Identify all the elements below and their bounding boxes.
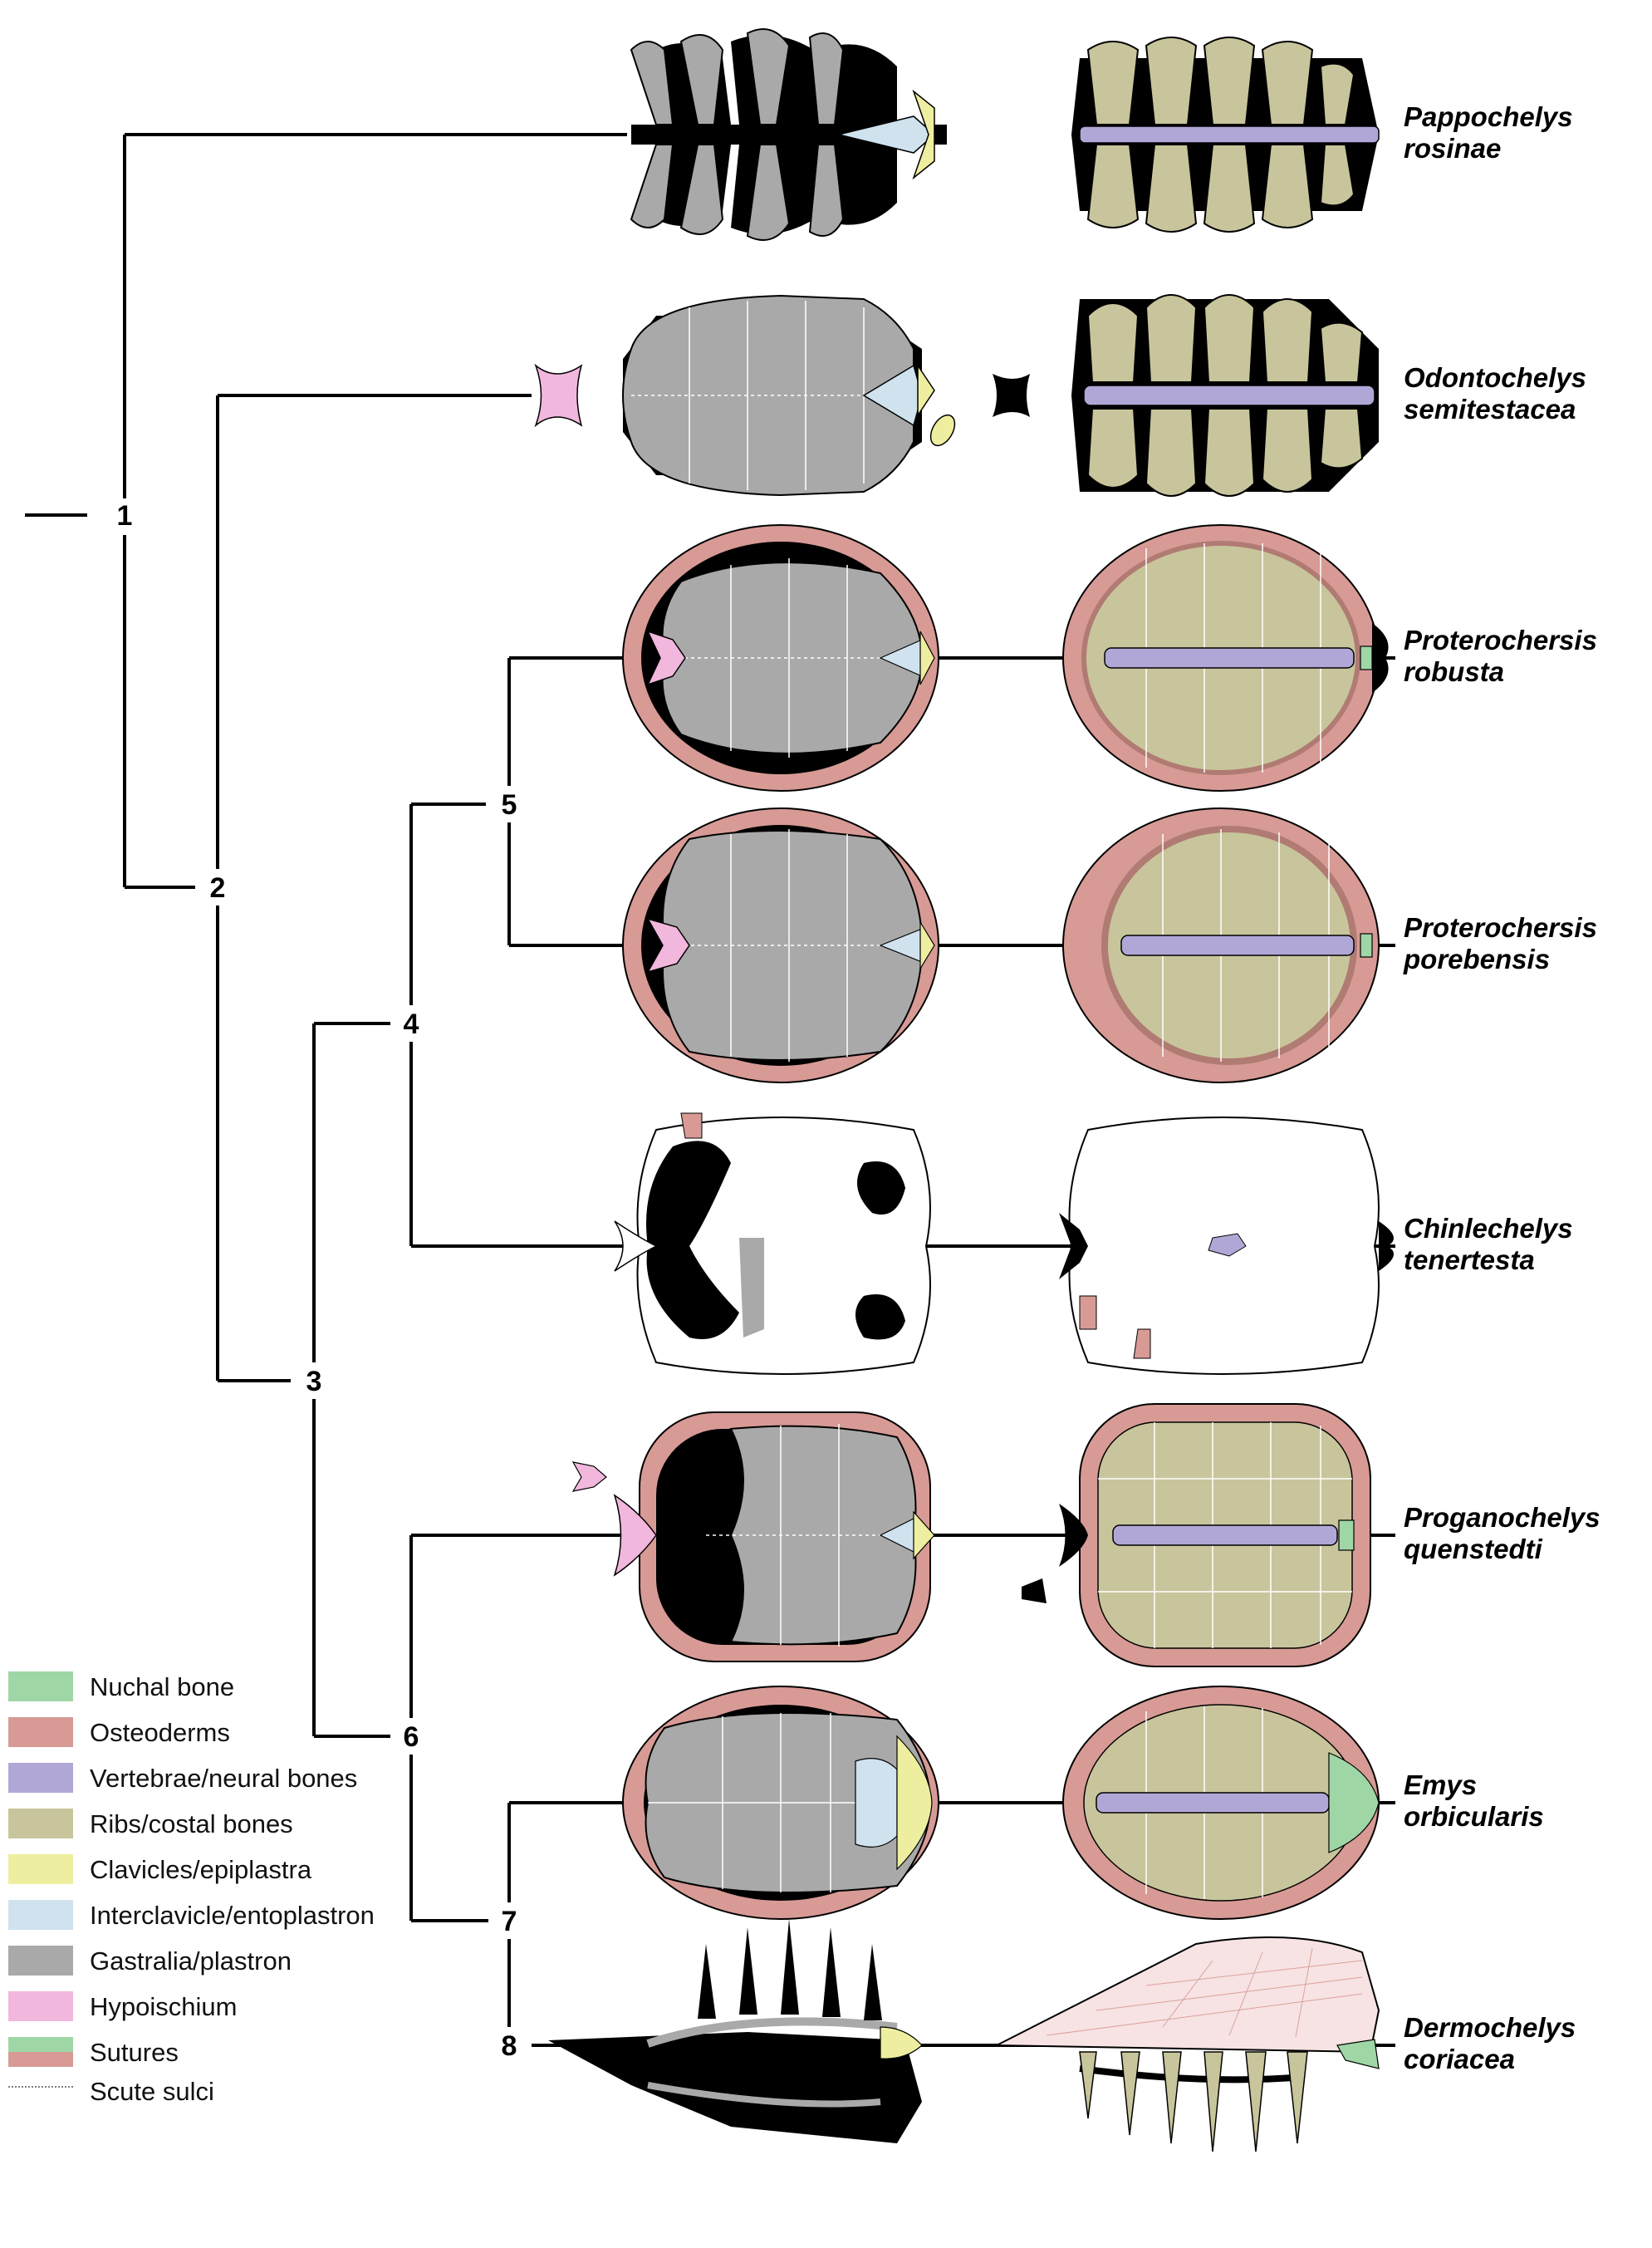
legend-label-sulci: Scute sulci (90, 2077, 214, 2106)
legend-label-gastralia: Gastralia/plastron (90, 1946, 292, 1976)
legend-label-osteoderms: Osteoderms (90, 1718, 230, 1747)
legend-label-hypoischium: Hypoischium (90, 1992, 237, 2021)
taxon-species-tenertesta: tenertesta (1404, 1244, 1535, 1275)
legend-swatch-sutures-bottom (8, 2052, 73, 2067)
legend-item-sutures: Sutures (8, 2037, 179, 2067)
legend-item-ribs: Ribs/costal bones (8, 1809, 293, 1838)
legend-item-hypoischium: Hypoischium (8, 1991, 237, 2021)
porebensis-ventral (622, 807, 939, 1083)
proganochelys-dorsal (1022, 1403, 1371, 1667)
taxon-species-porebensis: porebensis (1403, 944, 1550, 974)
robusta-dorsal (1062, 524, 1389, 792)
legend-swatch-sutures-top (8, 2037, 73, 2052)
odontochelys-ventral (534, 294, 956, 497)
emys-dorsal (1062, 1686, 1380, 1920)
taxon-species-semitestacea: semitestacea (1404, 394, 1576, 425)
node-label-2: 2 (210, 872, 226, 904)
taxon-species-robusta: robusta (1404, 656, 1504, 687)
dermochelys-ventral (548, 1919, 923, 2143)
taxon-genus-odontochelys: Odontochelys (1404, 362, 1586, 393)
legend-item-gastralia: Gastralia/plastron (8, 1946, 292, 1976)
taxon-genus-emys: Emys (1404, 1769, 1477, 1800)
legend-swatch-hypoischium (8, 1991, 73, 2021)
legend-item-clavicles: Clavicles/epiplastra (8, 1854, 312, 1884)
taxon-genus-dermochelys: Dermochelys (1404, 2012, 1576, 2043)
node-label-7: 7 (502, 1906, 517, 1937)
legend-swatch-ribs (8, 1809, 73, 1838)
node-label-1: 1 (117, 500, 133, 532)
node-label-6: 6 (404, 1721, 419, 1753)
legend-swatch-gastralia (8, 1946, 73, 1976)
node-labels: 1 2 3 4 5 6 7 8 (117, 500, 517, 2062)
taxon-genus-chinlechelys: Chinlechelys (1404, 1213, 1573, 1244)
legend-swatch-interclavicle (8, 1900, 73, 1930)
legend-item-scute-sulci: Scute sulci (8, 2077, 214, 2106)
legend-item-nuchal-bone: Nuchal bone (8, 1671, 234, 1701)
legend: Nuchal bone Osteoderms Vertebrae/neural … (8, 1671, 375, 2106)
taxon-species-rosinae: rosinae (1404, 133, 1501, 164)
chinlechelys-ventral (614, 1112, 931, 1375)
legend-swatch-clavicles (8, 1854, 73, 1884)
taxon-species-orbicularis: orbicularis (1404, 1801, 1544, 1832)
pappochelys-ventral (630, 28, 947, 241)
legend-label-clavicles: Clavicles/epiplastra (90, 1855, 312, 1884)
taxon-genus-proterochersis-2: Proterochersis (1404, 912, 1597, 943)
legend-label-nuchal: Nuchal bone (90, 1672, 234, 1701)
taxon-genus-proganochelys: Proganochelys (1404, 1502, 1601, 1533)
taxon-species-coriacea: coriacea (1404, 2044, 1515, 2074)
robusta-ventral (622, 524, 939, 792)
node-label-3: 3 (306, 1366, 322, 1397)
legend-swatch-nuchal (8, 1671, 73, 1701)
legend-item-interclavicle: Interclavicle/entoplastron (8, 1900, 375, 1930)
legend-label-sutures: Sutures (90, 2038, 179, 2067)
node-label-4: 4 (404, 1009, 419, 1040)
pappochelys-dorsal (1071, 37, 1380, 233)
chinlechelys-dorsal (1059, 1117, 1394, 1375)
legend-label-ribs: Ribs/costal bones (90, 1809, 293, 1838)
odontochelys-dorsal (993, 294, 1379, 497)
legend-label-vertebrae: Vertebrae/neural bones (90, 1764, 357, 1793)
taxon-labels: Pappochelys rosinae Odontochelys semites… (1403, 101, 1601, 2074)
legend-swatch-osteoderms (8, 1717, 73, 1747)
node-label-8: 8 (502, 2030, 517, 2062)
emys-ventral (622, 1686, 939, 1920)
legend-swatch-vertebrae (8, 1763, 73, 1793)
taxon-species-quenstedti: quenstedti (1404, 1534, 1543, 1564)
proganochelys-ventral (571, 1411, 935, 1662)
taxon-genus-pappochelys: Pappochelys (1404, 101, 1573, 132)
legend-label-interclavicle: Interclavicle/entoplastron (90, 1901, 375, 1930)
dermochelys-dorsal (996, 1936, 1380, 2152)
taxon-genus-proterochersis-1: Proterochersis (1404, 625, 1597, 655)
legend-item-osteoderms: Osteoderms (8, 1717, 230, 1747)
legend-item-vertebrae: Vertebrae/neural bones (8, 1763, 357, 1793)
node-label-5: 5 (502, 789, 517, 821)
porebensis-dorsal (1062, 807, 1380, 1083)
